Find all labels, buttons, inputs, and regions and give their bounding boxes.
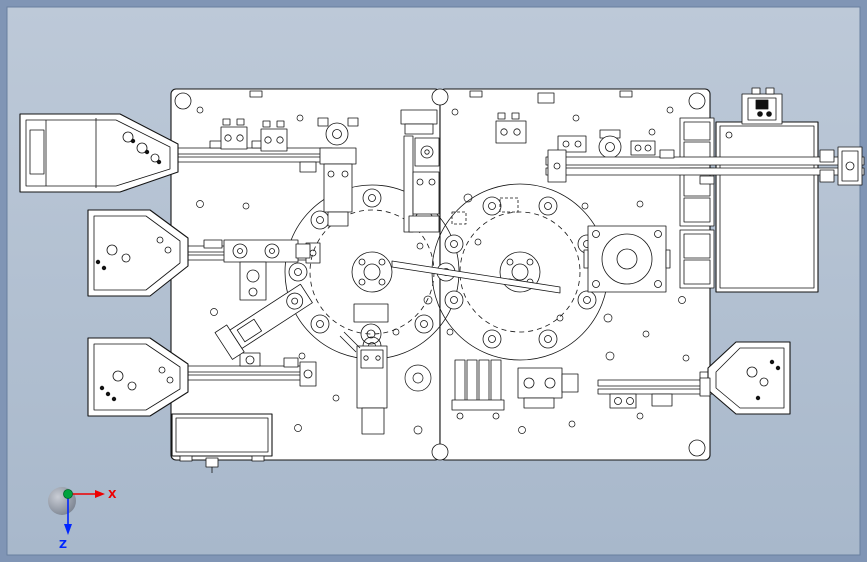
control-box-bottom-left (171, 413, 273, 473)
station-angled-arm-left (214, 283, 313, 360)
axis-z-label: Z (59, 538, 67, 551)
rail-bottom-right (597, 371, 737, 409)
feeder-mid-left (87, 209, 189, 297)
station-pick-mid-left (223, 239, 311, 301)
feeder-right (699, 341, 791, 415)
cam-plate-right (583, 225, 671, 293)
machine-assembly-drawing (19, 87, 865, 473)
station-brackets-top-right (495, 112, 656, 159)
axis-z-arrow (64, 524, 72, 535)
axis-z: Z (59, 494, 72, 551)
feeder-bottom-left (87, 337, 189, 417)
station-press-left (317, 117, 359, 227)
axis-x-arrow (95, 490, 105, 498)
station-tower-center (400, 109, 440, 233)
station-bottom-center (339, 303, 389, 435)
station-grippers-bottom (451, 359, 505, 420)
conveyor-right (545, 146, 865, 186)
dashed-reference-outlines (451, 197, 519, 225)
axis-x-label: X (108, 488, 117, 501)
station-bottom-right (517, 367, 579, 409)
axis-y-origin (63, 489, 73, 499)
plate-edge-fittings (249, 90, 633, 104)
station-brackets-top-left (220, 118, 288, 152)
feeder-top-left (19, 113, 179, 193)
plate-holes (196, 106, 690, 435)
transfer-rail-diagonal (391, 260, 561, 294)
orientation-triad: X Z (48, 487, 117, 551)
rail-bottom-left (185, 352, 317, 387)
